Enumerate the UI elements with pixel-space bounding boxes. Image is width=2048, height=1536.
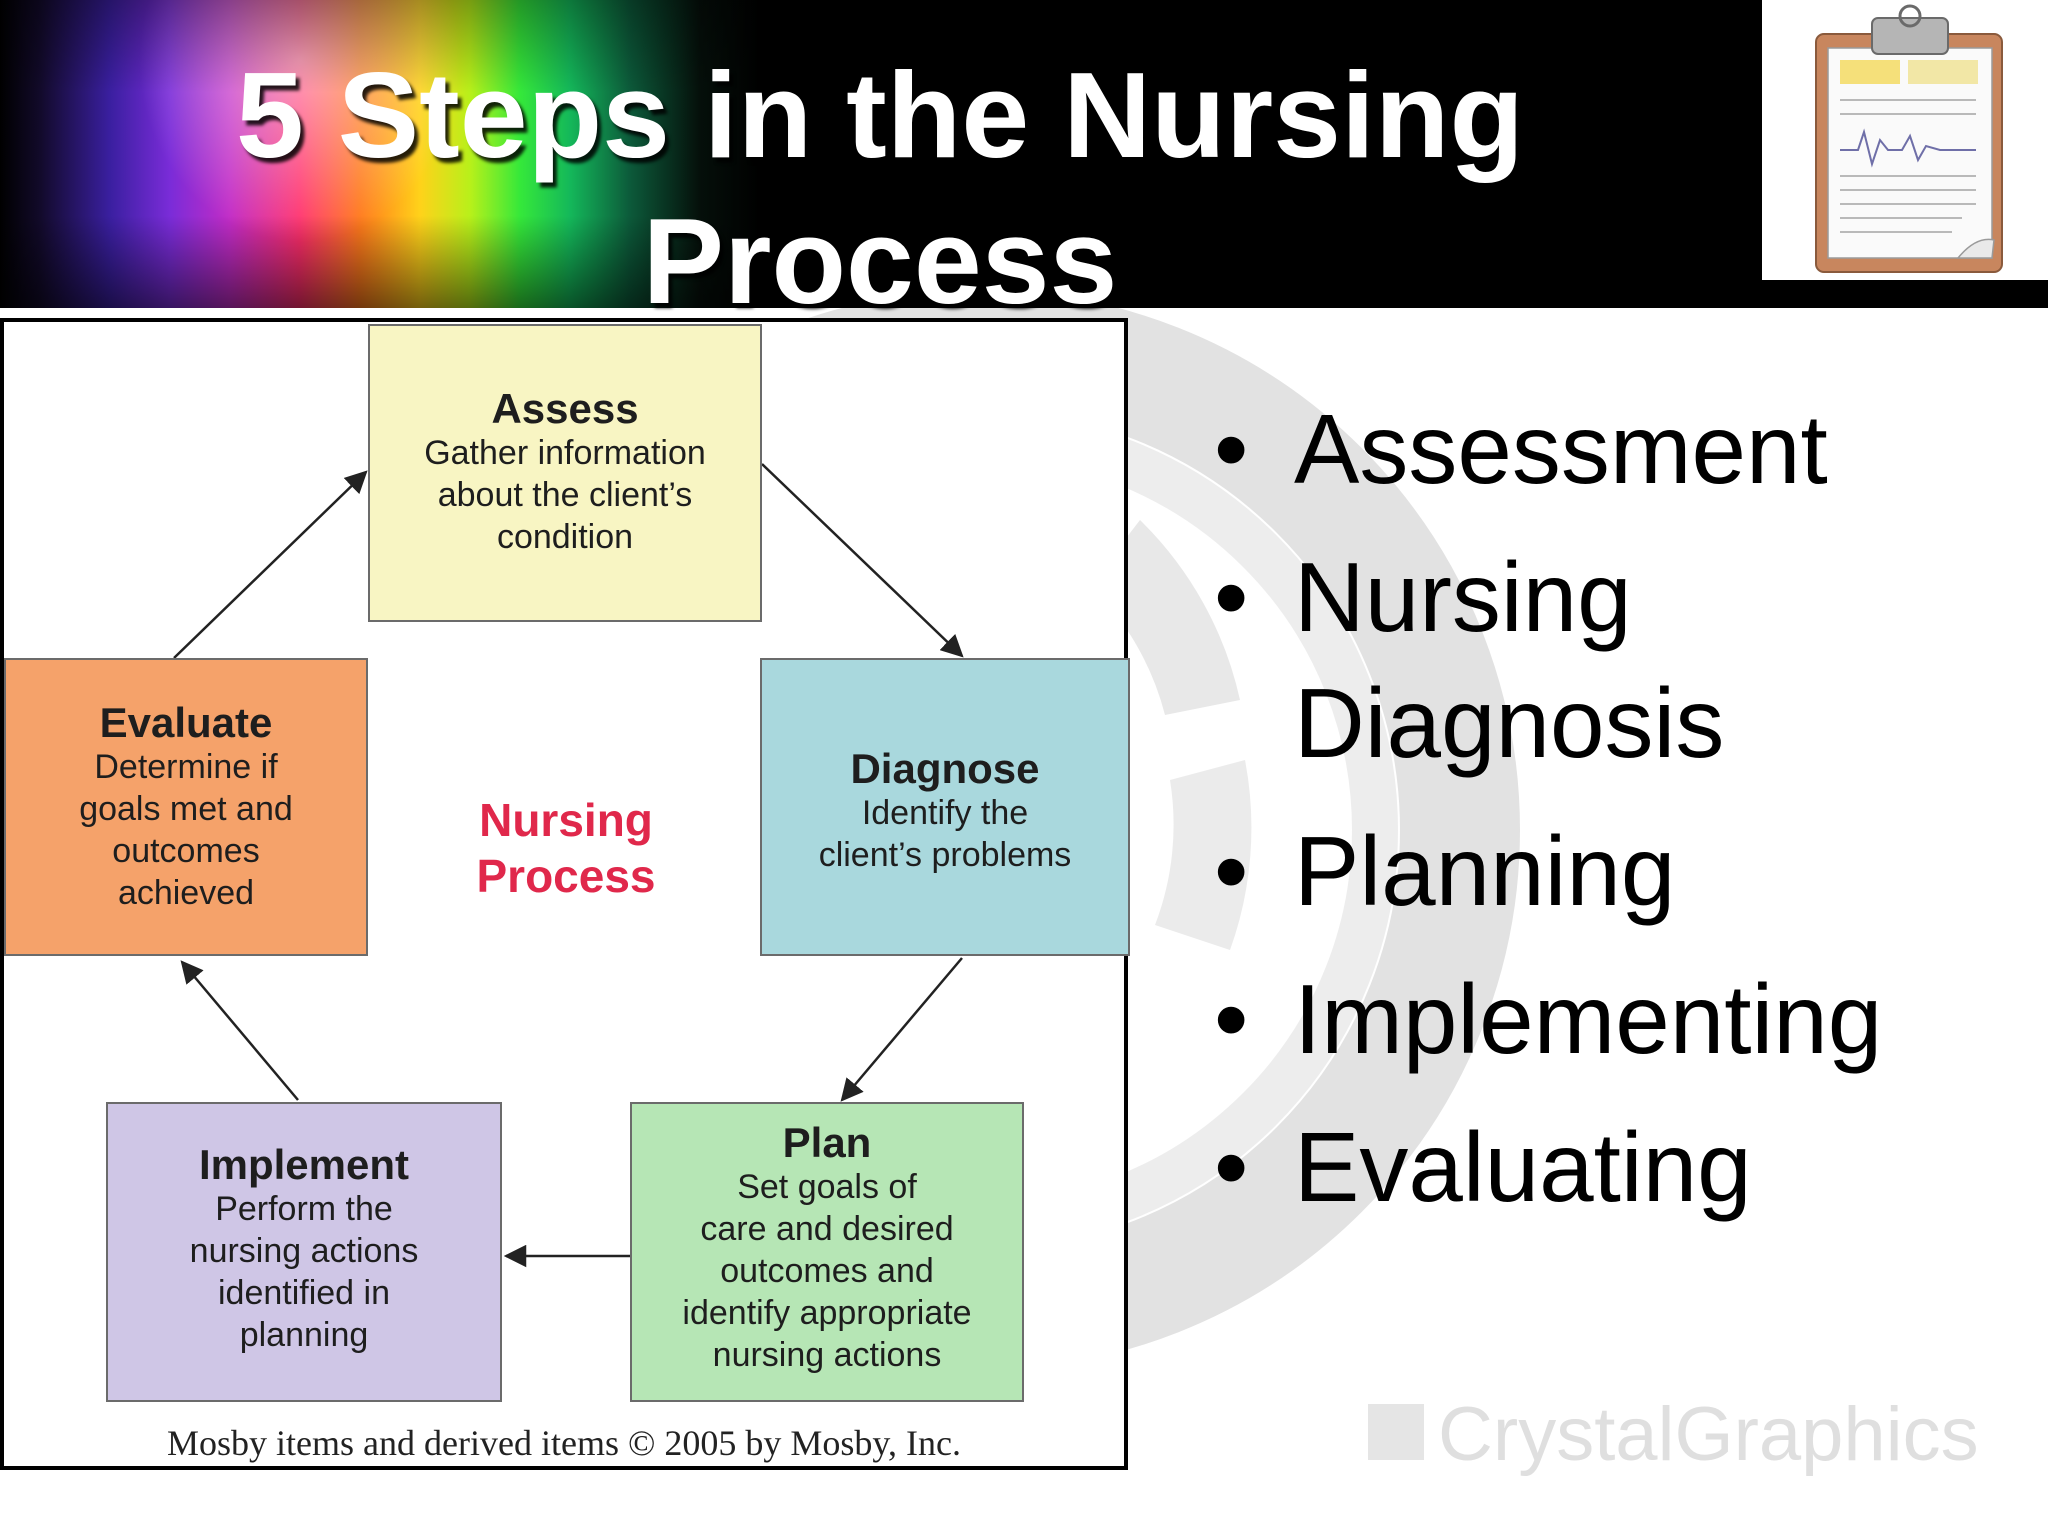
- slide-title: 5 Steps in the Nursing Process: [236, 47, 1524, 329]
- step-desc-line: achieved: [117, 874, 255, 912]
- step-desc-line: nursing actions: [189, 1232, 419, 1270]
- bullet-text: Implementing: [1294, 964, 1883, 1074]
- step-box-evaluate: Evaluate Determine if goals met and outc…: [4, 658, 368, 956]
- step-desc-line: identified in: [217, 1274, 390, 1312]
- step-desc-line: planning: [239, 1316, 369, 1354]
- bullet-dot: •: [1214, 816, 1249, 926]
- steps-bullet-list: • Assessment • Nursing Diagnosis • Plann…: [1214, 386, 2014, 1252]
- bullet-item: • Planning: [1214, 808, 2014, 934]
- clipboard-waveform: [1840, 128, 1976, 168]
- step-title-implement: Implement: [198, 1141, 410, 1188]
- step-box-assess: Assess Gather information about the clie…: [368, 324, 762, 622]
- step-desc-line: condition: [496, 518, 634, 556]
- bullet-item: • Nursing Diagnosis: [1214, 534, 2014, 786]
- clipboard-lines: [1840, 99, 1976, 233]
- center-label-line: Nursing: [479, 794, 653, 846]
- clipboard-highlight: [1840, 60, 1900, 84]
- header-band: [0, 0, 2048, 308]
- arrow-evaluate-to-assess: [173, 470, 368, 659]
- bullet-text: Diagnosis: [1294, 668, 1725, 778]
- watermark-logo: [1368, 1404, 1424, 1460]
- step-desc-line: outcomes and: [720, 1252, 934, 1290]
- bullet-item: • Assessment: [1214, 386, 2014, 512]
- step-desc-line: Identify the: [861, 794, 1029, 832]
- step-title-evaluate: Evaluate: [99, 699, 273, 746]
- step-desc-line: goals met and: [79, 790, 293, 828]
- step-box-diagnose: Diagnose Identify the client’s problems: [760, 658, 1130, 956]
- clipboard-page-curl: [1956, 238, 1995, 259]
- step-title-assess: Assess: [491, 385, 639, 432]
- bullet-text: Evaluating: [1294, 1112, 1752, 1222]
- center-label-line: Process: [476, 850, 656, 902]
- arrow-assess-to-diagnose: [761, 463, 964, 658]
- bullet-item: • Implementing: [1214, 956, 2014, 1082]
- step-desc-line: about the client’s: [437, 476, 693, 514]
- step-desc-line: care and desired: [700, 1210, 954, 1248]
- bullet-dot: •: [1214, 542, 1249, 652]
- step-desc-line: client’s problems: [818, 836, 1072, 874]
- step-desc-line: Perform the: [215, 1190, 393, 1228]
- step-desc-line: Set goals of: [737, 1168, 917, 1206]
- watermark-text: CrystalGraphics: [1438, 1392, 1979, 1477]
- clipboard-icon: [1815, 4, 2003, 273]
- diagram-credit: Mosby items and derived items © 2005 by …: [167, 1423, 961, 1463]
- clipboard-highlight: [1908, 60, 1978, 84]
- arrow-implement-to-evaluate: [180, 960, 299, 1101]
- cycle-arrows: [173, 463, 964, 1268]
- clipboard-clip: [1871, 17, 1949, 55]
- step-box-implement: Implement Perform the nursing actions id…: [106, 1102, 502, 1402]
- bullet-text: Assessment: [1294, 394, 1828, 504]
- bullet-dot: •: [1214, 964, 1249, 1074]
- bullet-dot: •: [1214, 1112, 1249, 1222]
- arrow-diagnose-to-plan: [840, 957, 963, 1102]
- bullet-text: Nursing: [1294, 542, 1632, 652]
- clipboard-clip-ring: [1898, 4, 1922, 28]
- nursing-process-diagram: Assess Gather information about the clie…: [0, 318, 1130, 1470]
- step-desc-line: Determine if: [94, 748, 278, 786]
- step-desc-line: outcomes: [112, 832, 260, 870]
- step-desc-line: Gather information: [424, 434, 706, 472]
- step-box-plan: Plan Set goals of care and desired outco…: [630, 1102, 1024, 1402]
- step-desc-line: identify appropriate: [682, 1294, 972, 1332]
- bullet-text: Planning: [1294, 816, 1676, 926]
- step-title-plan: Plan: [782, 1119, 872, 1166]
- clipboard-image: [1762, 0, 2048, 280]
- decorative-wedge: [1155, 760, 1252, 950]
- bullet-item: • Evaluating: [1214, 1104, 2014, 1230]
- watermark-icon: [1368, 1404, 1424, 1460]
- bullet-dot: •: [1214, 394, 1249, 504]
- step-desc-line: nursing actions: [712, 1336, 942, 1374]
- step-title-diagnose: Diagnose: [850, 745, 1040, 792]
- diagram-center-label: Nursing Process: [438, 792, 694, 904]
